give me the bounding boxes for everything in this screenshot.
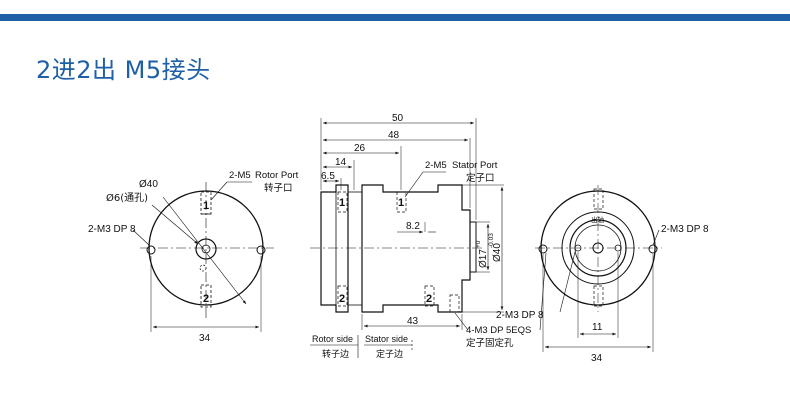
- left-width-34: 34: [199, 333, 211, 344]
- side-dim-43: 43: [407, 316, 419, 327]
- right-end-view: [535, 185, 662, 352]
- right-mount-hole-right: [648, 244, 658, 254]
- right-center-label: 出轴: [591, 215, 605, 224]
- right-m4-code: 4-M3 DP 5EQS: [466, 325, 531, 336]
- side-stator-port-en: Stator Port: [452, 160, 498, 171]
- side-port-2b: 2: [426, 293, 432, 305]
- left-rotor-port-en: Rotor Port: [255, 170, 299, 181]
- side-stator-side-en: Stator side: [365, 334, 408, 344]
- side-dim-8-2: 8.2: [406, 221, 420, 232]
- side-port-1a: 1: [339, 197, 345, 209]
- side-stator-port-cn: 定子口: [466, 172, 495, 184]
- right-dim-11: 11: [592, 322, 603, 333]
- left-m3-label: 2-M3 DP 8: [88, 224, 136, 235]
- left-port-1: 1: [203, 200, 209, 212]
- page-title: 2进2出 M5接头: [36, 56, 211, 84]
- left-dia-6: Ø6(通孔): [106, 192, 148, 204]
- side-rotor-side-cn: 转子边: [322, 348, 349, 360]
- left-mount-hole-left: [146, 245, 156, 255]
- side-dia-40: Ø40: [492, 243, 503, 262]
- right-mount-hole-left: [538, 244, 548, 254]
- side-dim-50: 50: [392, 113, 404, 124]
- right-center-hole: [592, 242, 604, 254]
- side-dim-48: 48: [388, 130, 400, 141]
- side-stator-port-code: 2-M5: [425, 160, 447, 171]
- right-m4-cn: 定子固定孔: [466, 337, 514, 349]
- right-m3-label: 2-M3 DP 8: [661, 224, 709, 235]
- side-dia-17: Ø17: [478, 249, 489, 268]
- side-stator-section: [361, 184, 471, 313]
- side-tol-upper: +0: [475, 240, 482, 248]
- side-tol-lower: -0.03: [488, 233, 495, 248]
- left-mount-hole-right: [256, 245, 266, 255]
- side-dim-26: 26: [354, 143, 366, 154]
- left-center-hole: [195, 238, 217, 260]
- side-port-1b: 1: [398, 197, 404, 209]
- top-accent-bar: [0, 14, 790, 21]
- left-rotor-port-cn: 转子口: [264, 182, 293, 194]
- side-view: [310, 118, 504, 358]
- side-stator-side-cn: 定子边: [376, 348, 403, 360]
- side-port-2a: 2: [339, 293, 345, 305]
- right-m3-bottom-label: 2-M3 DP 8: [496, 310, 544, 321]
- left-dia-40: Ø40: [139, 179, 158, 190]
- side-rotor-side-en: Rotor side: [312, 334, 353, 344]
- right-dim-34: 34: [591, 353, 603, 364]
- side-dim-6-5: 6.5: [321, 171, 335, 182]
- left-front-view: [132, 181, 274, 332]
- side-dim-14: 14: [335, 157, 347, 168]
- left-port-2: 2: [203, 293, 209, 305]
- left-rotor-port-code: 2-M5: [229, 170, 251, 181]
